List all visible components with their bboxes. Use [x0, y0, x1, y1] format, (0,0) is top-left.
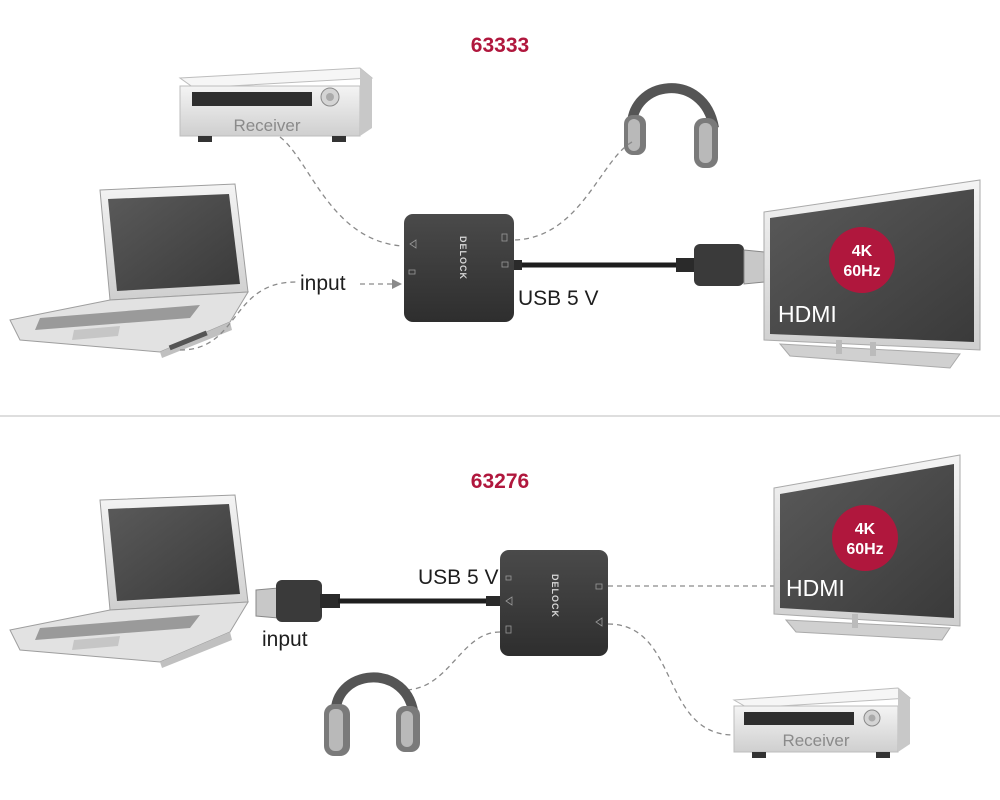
usb-power-label: USB 5 V — [418, 566, 499, 589]
adapter-connector — [486, 596, 500, 606]
arrow-head — [392, 279, 402, 289]
input-label: input — [300, 272, 346, 295]
laptop-device — [9, 494, 249, 668]
adapter-63276: DELOCK — [500, 550, 608, 656]
receiver-device: Receiver — [178, 67, 374, 142]
laptop-device — [9, 183, 249, 358]
usb-power-label: USB 5 V — [518, 287, 599, 310]
hdmi-plug — [676, 244, 765, 286]
cable-adapter-receiver — [607, 623, 735, 736]
hdmi-tv: 4K 60Hz HDMI — [763, 179, 981, 369]
model-number-63276: 63276 — [471, 470, 529, 493]
model-number-63333: 63333 — [471, 34, 529, 57]
badge-4k: 4K — [852, 243, 873, 260]
resolution-badge — [832, 505, 898, 571]
hdmi-plug — [255, 580, 340, 622]
badge-4k: 4K — [855, 521, 876, 538]
hdmi-label: HDMI — [778, 301, 837, 327]
brand-logo: DELOCK — [550, 574, 560, 618]
input-label: input — [262, 628, 308, 651]
receiver-label: Receiver — [233, 116, 300, 135]
headphones-icon — [324, 672, 420, 756]
hdmi-label: HDMI — [786, 575, 845, 601]
badge-60hz: 60Hz — [843, 263, 880, 280]
badge-60hz: 60Hz — [846, 541, 883, 558]
cable-headphones-adapter — [511, 141, 633, 241]
cable-adapter-headphones — [403, 631, 501, 691]
brand-logo: DELOCK — [458, 236, 468, 280]
section-63276: 63276 input USB 5 V DELOCK — [9, 454, 961, 758]
cable-laptop-input — [179, 281, 297, 351]
headphones-icon — [624, 83, 719, 168]
receiver-device: Receiver — [732, 687, 912, 758]
hdmi-tv: 4K 60Hz HDMI — [773, 454, 961, 641]
receiver-label: Receiver — [782, 731, 849, 750]
section-63333: 63333 Receiver — [9, 34, 981, 369]
adapter-63333: DELOCK — [404, 214, 522, 322]
cable-receiver-adapter — [279, 136, 403, 247]
resolution-badge — [829, 227, 895, 293]
